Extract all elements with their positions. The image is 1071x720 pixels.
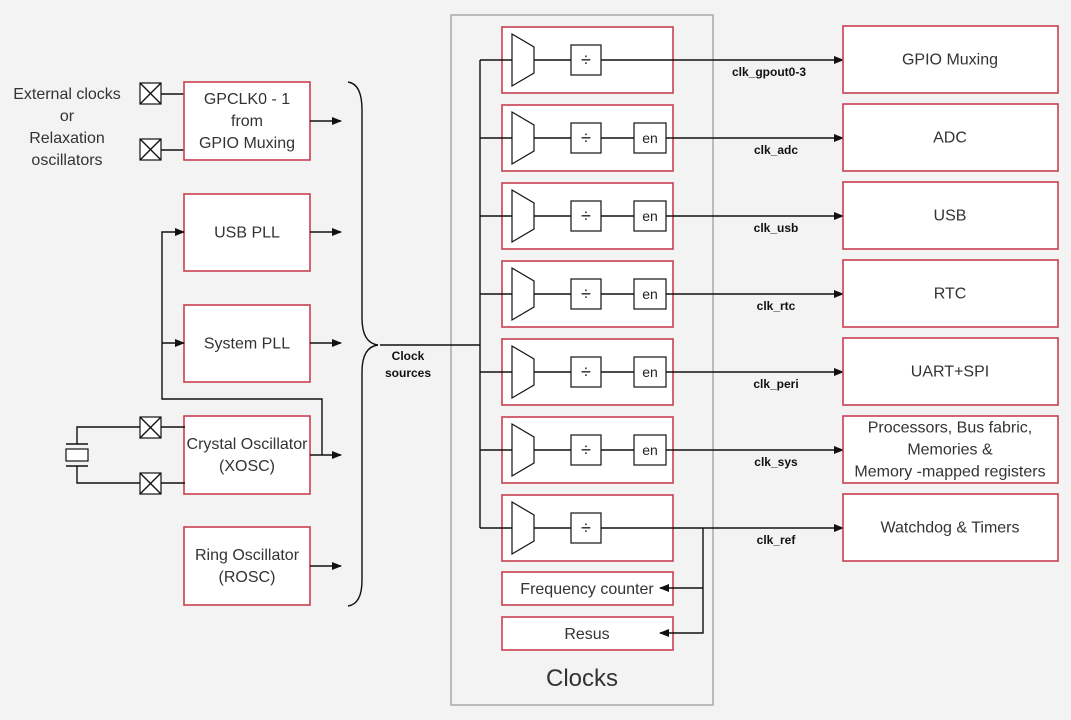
- divider-block: [570, 512, 602, 544]
- divider-block: [570, 356, 602, 388]
- enable-label: en: [642, 286, 658, 302]
- source-usb-pll-label: USB PLL: [214, 225, 280, 242]
- crystal-wire-top: [76, 426, 140, 444]
- xosc-pin-in-cross: [139, 416, 162, 439]
- clock-sources-label: sources: [385, 366, 431, 380]
- destination-label: Processors, Bus fabric,: [868, 420, 1033, 437]
- gpclk-input-pin-0-cross: [139, 82, 162, 105]
- divider-symbol: ÷: [581, 128, 591, 148]
- divider-block: [570, 200, 602, 232]
- xosc-to-usb-pll: [161, 228, 323, 455]
- destination-label: USB: [934, 208, 967, 225]
- divider-symbol: ÷: [581, 518, 591, 538]
- enable-block: [633, 278, 667, 310]
- source-sys-pll: [183, 304, 311, 383]
- source-gpclk: [183, 81, 311, 161]
- destination-4: [842, 337, 1059, 406]
- external-clocks-label: or: [60, 108, 75, 125]
- divider-symbol: ÷: [581, 206, 591, 226]
- frequency-counter: [501, 571, 674, 606]
- destination-label: GPIO Muxing: [902, 52, 998, 69]
- mux-icon: [511, 266, 535, 322]
- destination-6: [842, 493, 1059, 562]
- mux-icon: [511, 188, 535, 244]
- destination-label: Memories &: [907, 442, 993, 459]
- crystal-wire-bottom: [76, 466, 140, 484]
- destination-2: [842, 181, 1059, 250]
- enable-block: [633, 122, 667, 154]
- enable-block: [633, 200, 667, 232]
- destination-1: [842, 103, 1059, 172]
- signal-label-clk_sys: clk_sys: [754, 455, 798, 469]
- source-xosc: [183, 415, 311, 495]
- clk-ref-to-resus: [659, 528, 704, 637]
- enable-label: en: [642, 364, 658, 380]
- source-rosc-label: Ring Oscillator: [195, 547, 300, 564]
- divider-symbol: ÷: [581, 284, 591, 304]
- mux-icon: [511, 344, 535, 400]
- mux-icon: [511, 422, 535, 478]
- external-clocks-label: External clocks: [13, 86, 121, 103]
- divider-symbol: ÷: [581, 50, 591, 70]
- destination-label: RTC: [934, 286, 967, 303]
- source-xosc-label: Crystal Oscillator: [187, 436, 309, 453]
- divider-symbol: ÷: [581, 440, 591, 460]
- enable-label: en: [642, 130, 658, 146]
- source-xosc-label: (XOSC): [219, 458, 275, 475]
- signal-label-clk_gpout0-3: clk_gpout0-3: [732, 65, 806, 79]
- destination-5: [842, 415, 1059, 484]
- source-sys-pll-label: System PLL: [204, 336, 290, 353]
- source-gpclk-label: GPIO Muxing: [199, 135, 295, 152]
- source-rosc-label: (ROSC): [219, 569, 276, 586]
- source-gpclk-label: from: [231, 113, 263, 130]
- external-clocks-label: Relaxation: [29, 130, 105, 147]
- resus-label: Resus: [564, 626, 609, 643]
- destination-label: ADC: [933, 130, 967, 147]
- destination-0: [842, 25, 1059, 94]
- destination-label: UART+SPI: [911, 364, 989, 381]
- enable-block: [633, 434, 667, 466]
- divider-block: [570, 122, 602, 154]
- clock-sources-label: Clock: [392, 349, 425, 363]
- enable-label: en: [642, 208, 658, 224]
- divider-block: [570, 434, 602, 466]
- source-gpclk-label: GPCLK0 - 1: [204, 91, 290, 108]
- mux-icon: [511, 110, 535, 166]
- destination-3: [842, 259, 1059, 328]
- mux-icon: [511, 32, 535, 88]
- divider-block: [570, 278, 602, 310]
- divider-symbol: ÷: [581, 362, 591, 382]
- mux-icon: [511, 500, 535, 556]
- signal-label-clk_peri: clk_peri: [753, 377, 798, 391]
- divider-block: [570, 44, 602, 76]
- signal-label-clk_usb: clk_usb: [754, 221, 799, 235]
- signal-label-clk_rtc: clk_rtc: [757, 299, 796, 313]
- clock-sources-brace: [347, 81, 379, 607]
- signal-label-clk_adc: clk_adc: [754, 143, 798, 157]
- crystal-icon: [65, 448, 89, 462]
- enable-label: en: [642, 442, 658, 458]
- source-rosc: [183, 526, 311, 606]
- destination-label: Watchdog & Timers: [880, 520, 1019, 537]
- gpclk-input-pin-1-cross: [139, 138, 162, 161]
- destination-label: Memory -mapped registers: [854, 464, 1045, 481]
- clocks-title: Clocks: [546, 665, 618, 692]
- xosc-pin-out-cross: [139, 472, 162, 495]
- external-clocks-label: oscillators: [31, 152, 102, 169]
- signal-label-clk_ref: clk_ref: [757, 533, 797, 547]
- frequency-counter-label: Frequency counter: [520, 581, 654, 598]
- clocks-block: [450, 14, 714, 706]
